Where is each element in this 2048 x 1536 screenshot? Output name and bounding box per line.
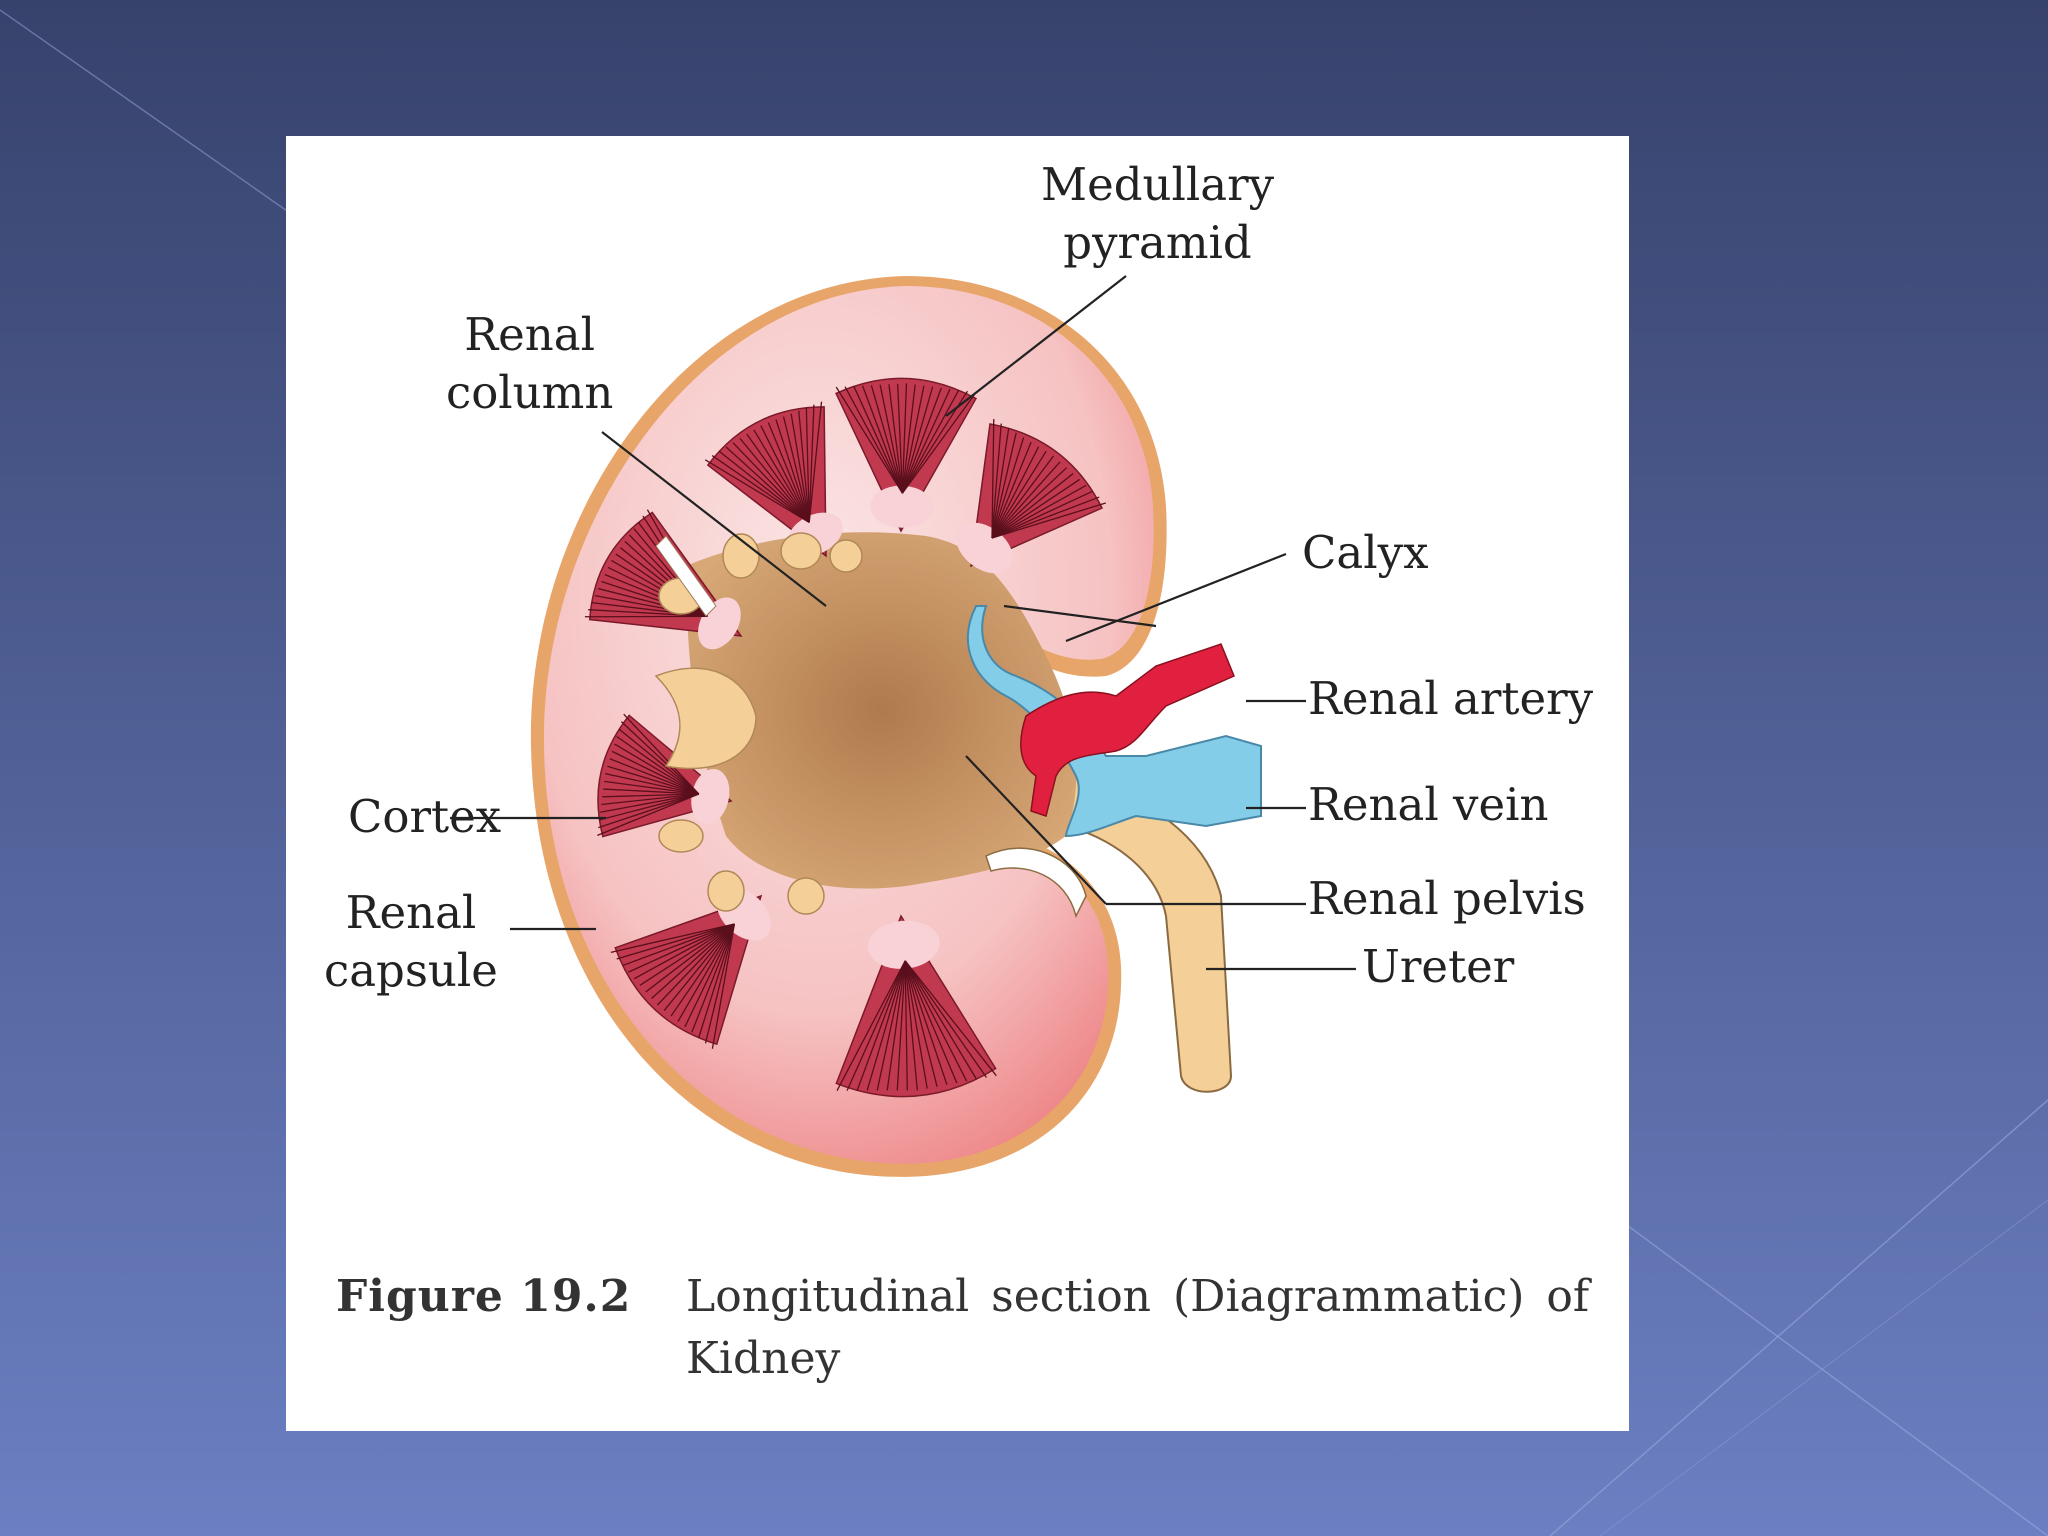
label-renal-column-line2: column [446, 366, 614, 419]
medullary-pyramid [835, 914, 997, 1098]
medullary-pyramid [956, 418, 1106, 574]
label-renal-vein: Renal vein [1308, 778, 1549, 831]
label-renal-column: Renal column [446, 306, 613, 422]
renal-artery [1020, 643, 1235, 817]
medullary-pyramid [597, 713, 733, 838]
kidney-diagram [450, 275, 1356, 1177]
label-renal-pelvis: Renal pelvis [1308, 872, 1586, 925]
label-medullary-pyramid-line2: pyramid [1063, 216, 1252, 269]
label-cortex: Cortex [348, 790, 502, 843]
leader-lines [450, 275, 1356, 971]
calyces [654, 532, 863, 915]
label-renal-column-line1: Renal [464, 308, 596, 361]
label-renal-artery: Renal artery [1308, 672, 1594, 725]
label-renal-capsule: Renal capsule [324, 884, 498, 1000]
label-medullary-pyramid: Medullary pyramid [1041, 156, 1274, 272]
figure-caption-text: Longitudinal section (Diagrammatic) of K… [686, 1271, 1590, 1384]
figure-panel: Medullary pyramid Renal column Calyx Ren… [286, 136, 1629, 1431]
renal-column-gap [655, 535, 717, 617]
medullary-pyramid [835, 377, 977, 533]
label-calyx: Calyx [1302, 526, 1429, 579]
renal-vein [966, 605, 1262, 838]
figure-number: Figure 19.2 [336, 1271, 632, 1322]
label-renal-capsule-line1: Renal [345, 886, 477, 939]
label-medullary-pyramid-line1: Medullary [1041, 158, 1275, 211]
label-ureter: Ureter [1362, 940, 1515, 993]
label-renal-capsule-line2: capsule [324, 944, 498, 997]
medullary-pyramid [610, 887, 771, 1049]
hilum-gap [985, 847, 1087, 919]
